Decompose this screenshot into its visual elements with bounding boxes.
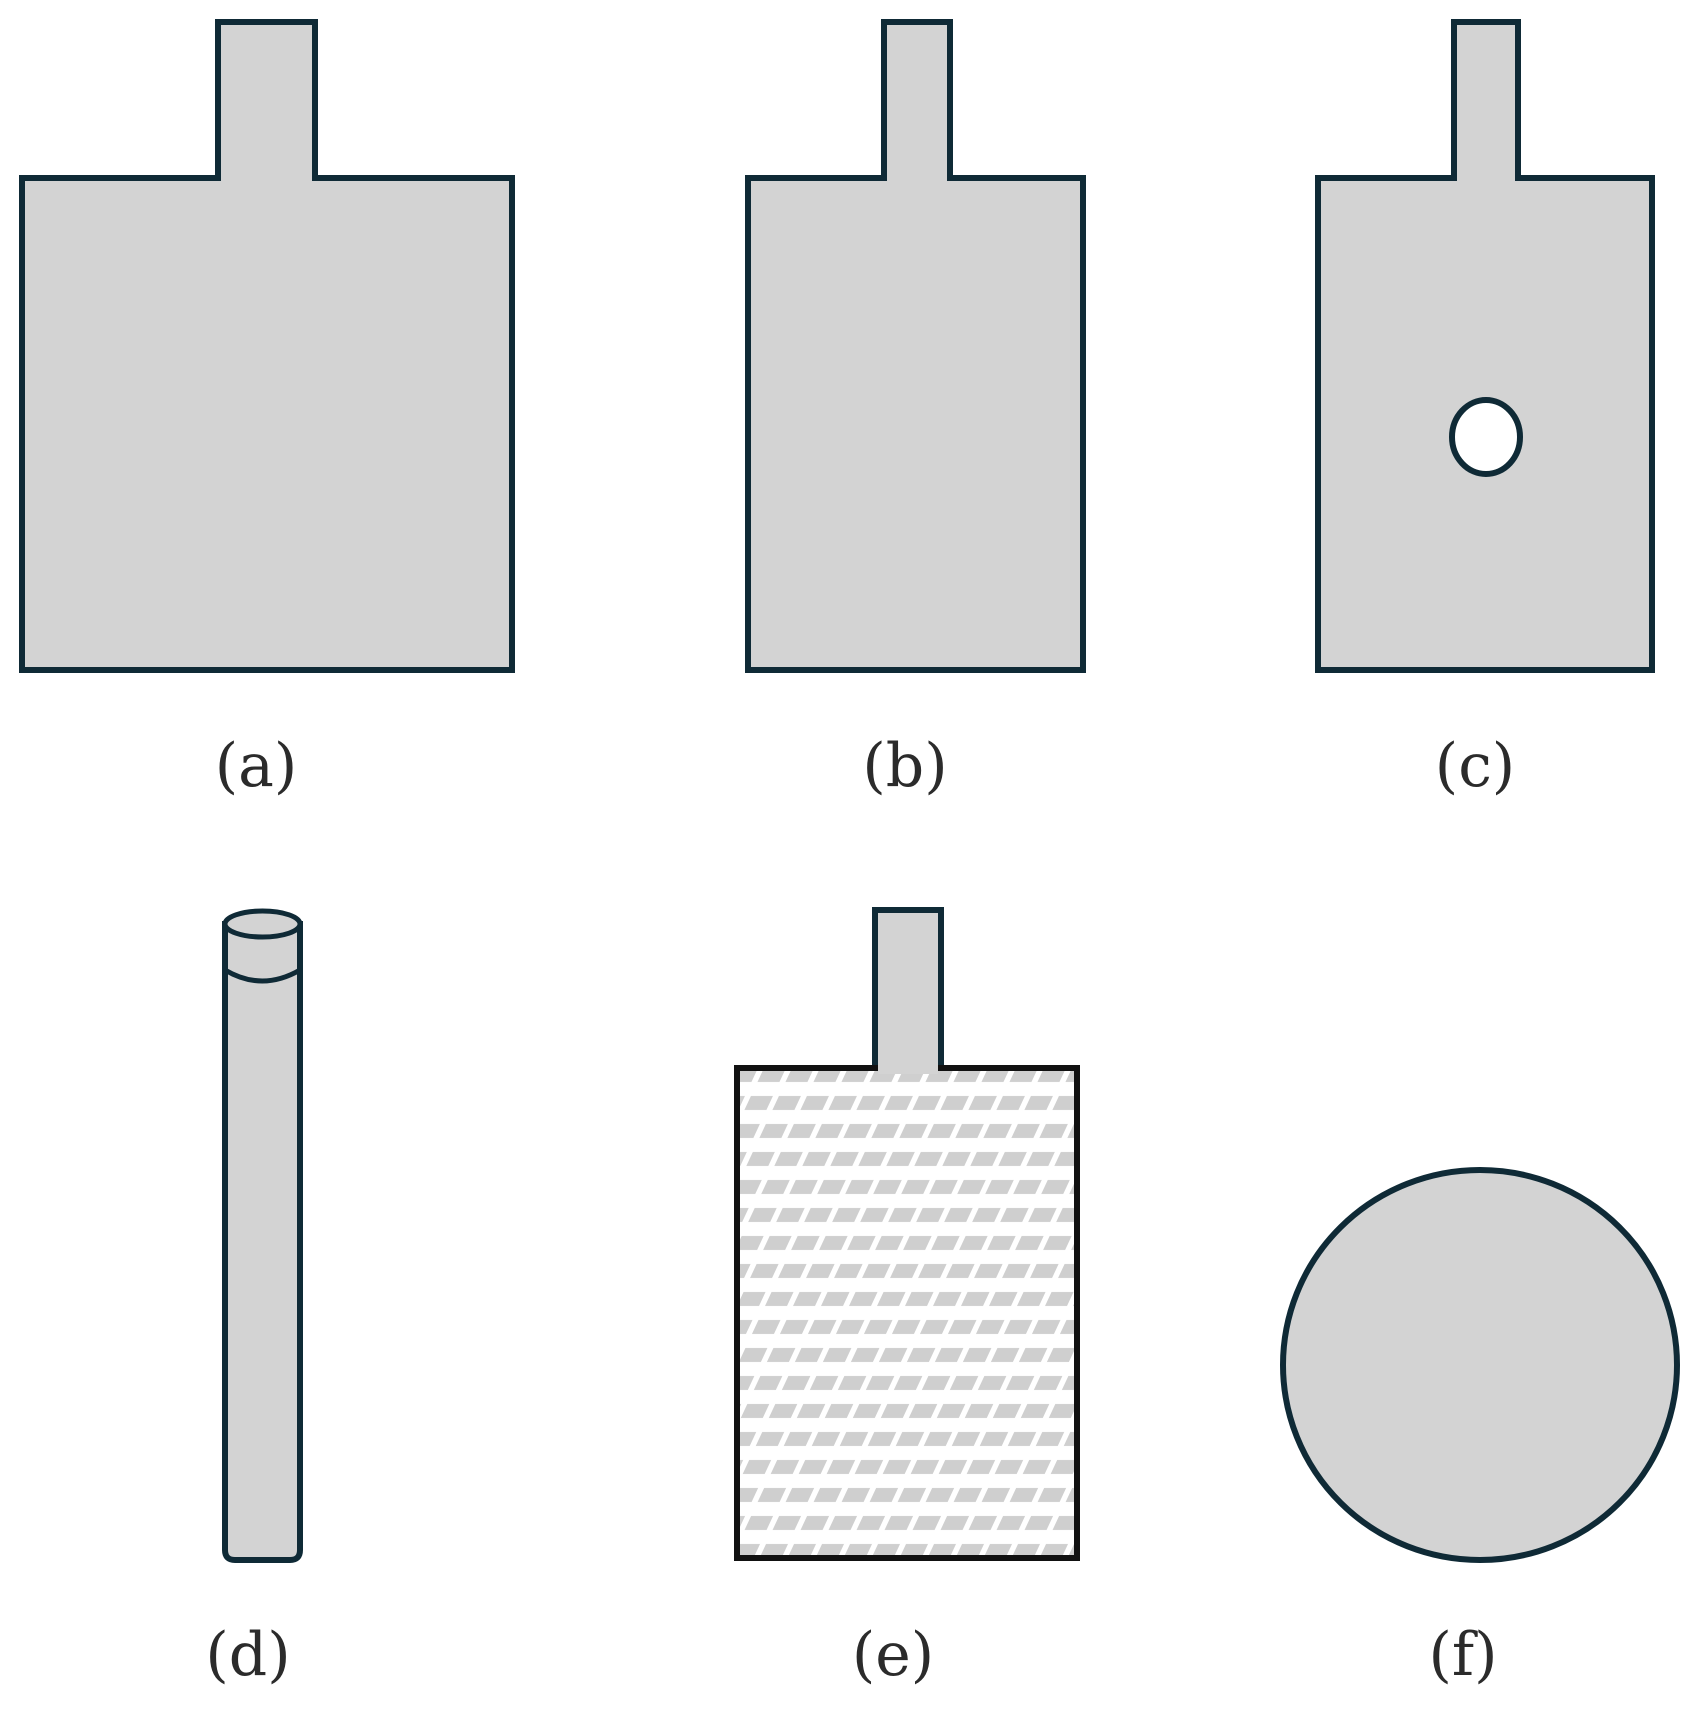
panel-d: (d) — [205, 908, 303, 1690]
mesh-tab — [872, 907, 944, 1071]
panel-b: (b) — [745, 19, 1086, 801]
square-plate-with-tab-electrode — [19, 19, 515, 673]
panel-c-label: (c) — [1435, 731, 1515, 801]
panel-d-label: (d) — [205, 1620, 290, 1690]
panel-b-label: (b) — [862, 731, 947, 801]
plate-hole — [1449, 397, 1523, 477]
mesh-plate-electrode — [734, 1065, 1080, 1561]
panel-f-label: (f) — [1428, 1620, 1497, 1690]
panel-c: (c) — [1315, 19, 1655, 801]
rod-top-band — [223, 967, 302, 984]
panel-a-label: (a) — [215, 731, 298, 801]
cylindrical-rod-electrode — [222, 921, 303, 1563]
mesh-tab-joint — [878, 1062, 938, 1074]
panel-a: (a) — [19, 19, 515, 801]
panel-f: (f) — [1280, 1167, 1680, 1690]
disc-electrode — [1280, 1167, 1680, 1563]
rectangular-plate-with-tab-electrode — [745, 19, 1086, 673]
perforated-plate-with-tab-electrode — [1315, 19, 1655, 673]
rod-top-cap — [222, 908, 303, 940]
panel-e: (e) — [734, 907, 1080, 1690]
panel-e-label: (e) — [852, 1620, 934, 1690]
